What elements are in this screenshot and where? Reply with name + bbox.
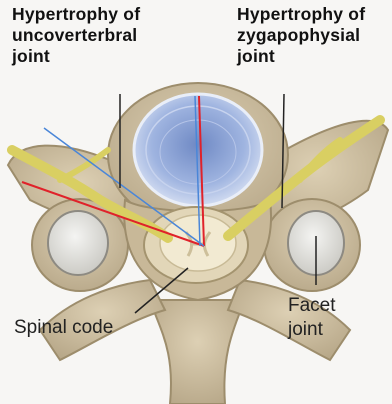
facet-surface-left	[48, 211, 108, 275]
label-zygapophysial-line1: Hypertrophy of	[237, 4, 365, 25]
label-facet-line1: Facet	[288, 294, 336, 318]
label-uncovertebral-line1: Hypertrophy of	[12, 4, 140, 25]
label-uncovertebral-line2: uncoverterbral	[12, 25, 140, 46]
label-facet-joint: Facet joint	[288, 294, 336, 342]
label-spinal-code: Spinal code	[14, 316, 113, 340]
label-uncovertebral-joint: Hypertrophy of uncoverterbral joint	[12, 4, 140, 67]
label-zygapophysial-joint: Hypertrophy of zygapophysial joint	[237, 4, 365, 67]
label-zygapophysial-line3: joint	[237, 46, 365, 67]
label-zygapophysial-line2: zygapophysial	[237, 25, 365, 46]
label-uncovertebral-line3: joint	[12, 46, 140, 67]
label-facet-line2: joint	[288, 318, 336, 342]
